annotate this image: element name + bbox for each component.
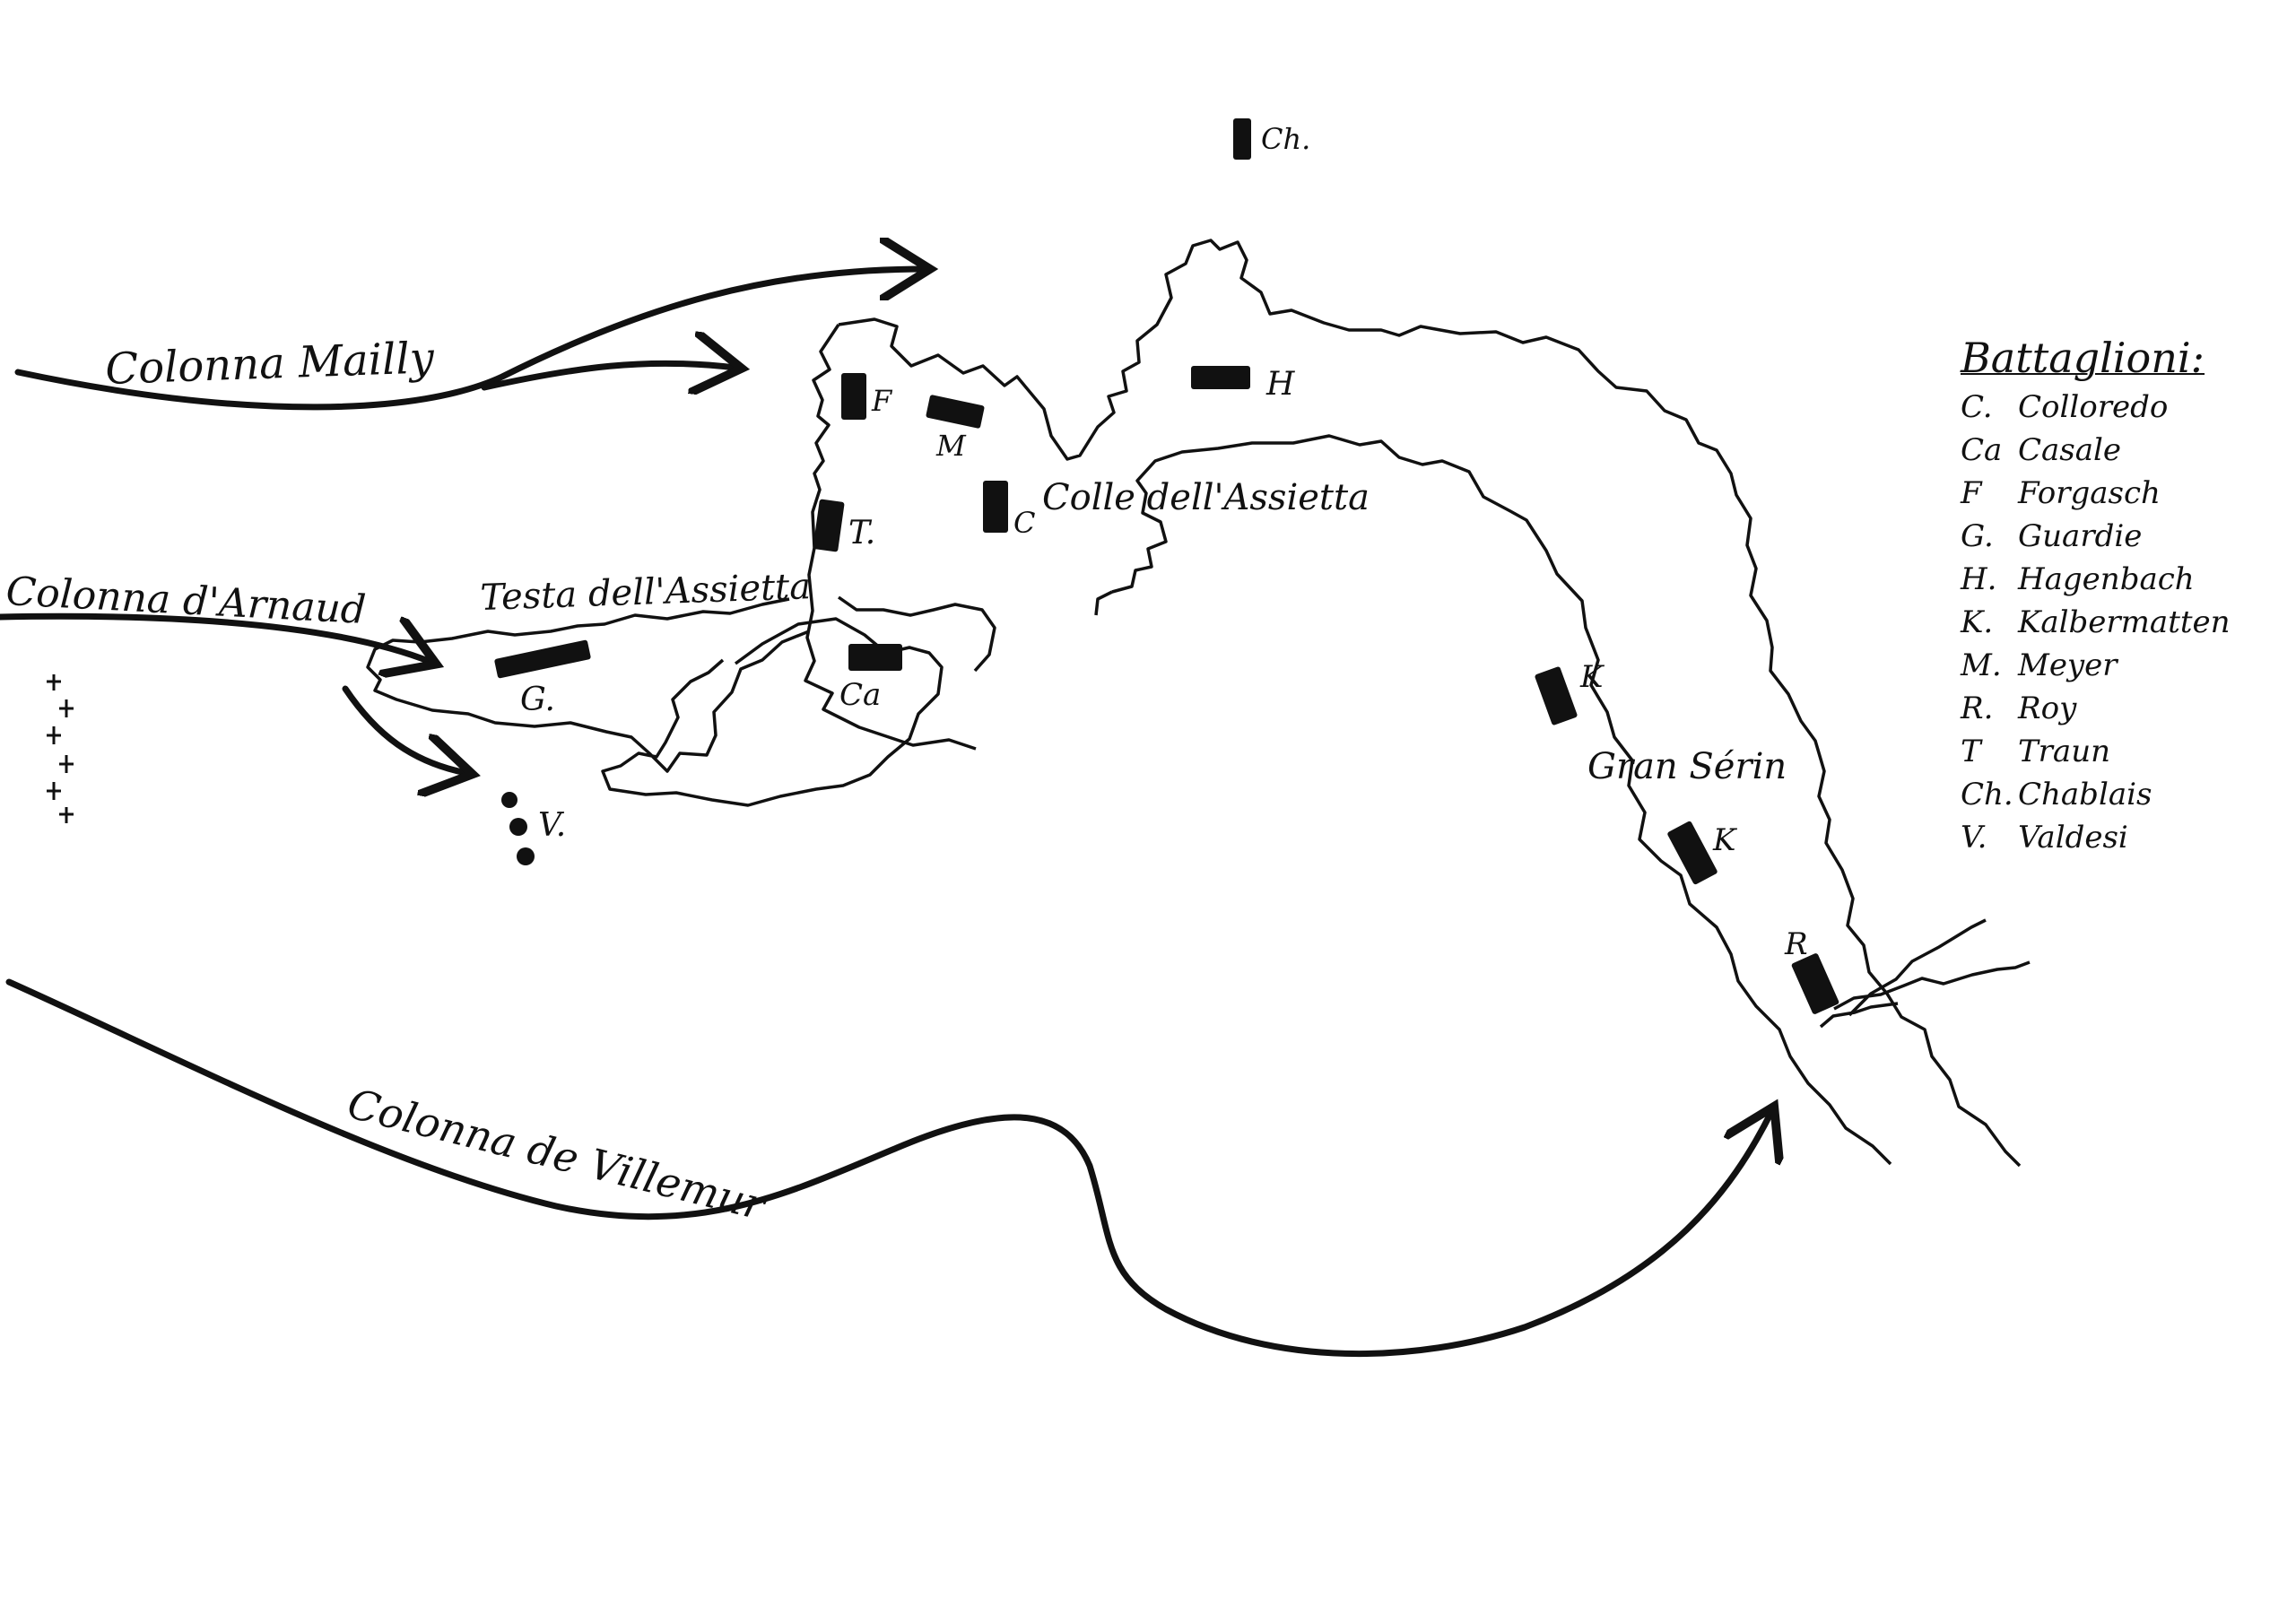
legend-unit-name: Casale [2018, 432, 2121, 468]
legend-unit-name: Kalbermatten [2018, 604, 2231, 640]
unit-label-ca: Ca [839, 677, 881, 713]
legend-item: G. Guardie [1961, 515, 2292, 558]
unit-block-t [813, 499, 845, 552]
legend-item: C. Colloredo [1961, 386, 2292, 429]
place-testa-assietta: Testa dell'Assietta [480, 566, 812, 619]
legend-unit-name: Meyer [2018, 647, 2118, 683]
unit-label-v: V. [538, 807, 566, 844]
legend-item: Ca Casale [1961, 429, 2292, 472]
legend-abbr: F [1961, 475, 1982, 511]
legend-unit-name: Forgasch [2018, 475, 2161, 511]
unit-label-ch: Ch. [1261, 122, 1310, 156]
legend-abbr: V. [1961, 820, 1987, 856]
unit-block-ca [848, 644, 902, 671]
villemur-route [5, 978, 1771, 1358]
place-gran-serin: Gran Sérin [1587, 746, 1787, 787]
unit-block-f [841, 373, 866, 420]
legend-abbr: Ca [1961, 432, 2003, 468]
legend-unit-name: Hagenbach [2018, 561, 2195, 597]
legend-unit-name: Roy [2018, 691, 2077, 726]
legend-unit-name: Traun [2018, 734, 2110, 769]
scale-ticks [47, 674, 74, 823]
unit-label-r: R [1784, 926, 1808, 962]
column-mailly-label: Colonna Mailly [104, 333, 435, 395]
unit-label-f: F [871, 384, 893, 418]
unit-block-m [926, 395, 985, 429]
legend-abbr: H. [1961, 561, 1997, 597]
arnaud-route-branch [342, 685, 466, 773]
legend-abbr: G. [1961, 518, 1994, 554]
legend-unit-name: Guardie [2018, 518, 2143, 554]
legend-unit-name: Chablais [2018, 777, 2152, 812]
unit-block-r [1791, 953, 1839, 1014]
unit-label-g: G. [520, 682, 555, 718]
unit-block-k1 [1535, 666, 1578, 725]
legend-item: F Forgasch [1961, 472, 2292, 515]
legend-unit-name: Colloredo [2018, 389, 2169, 425]
legend-abbr: K. [1961, 604, 1994, 640]
legend-item: M. Meyer [1961, 644, 2292, 687]
unit-block-h [1191, 366, 1250, 389]
unit-dots-v [501, 792, 535, 865]
legend-item: R. Roy [1961, 687, 2292, 730]
unit-label-k1: K [1579, 659, 1605, 695]
unit-label-h: H [1265, 366, 1295, 403]
legend-abbr: C. [1961, 389, 1993, 425]
legend-item: V. Valdesi [1961, 816, 2292, 859]
unit-block-k2 [1667, 821, 1718, 885]
unit-label-c: C [1013, 506, 1035, 540]
ridge-south-outline [1094, 434, 1892, 1166]
arnaud-route-main [0, 612, 430, 662]
column-arnaud-label: Colonna d'Arnaud [4, 569, 367, 633]
unit-block-c [983, 481, 1008, 533]
mailly-route-lower [481, 363, 735, 387]
legend-abbr: M. [1961, 647, 2002, 683]
unit-label-t: T. [848, 515, 875, 552]
unit-label-m: M [935, 429, 967, 463]
legend-abbr: Ch. [1961, 777, 2013, 812]
legend-abbr: R. [1961, 691, 1994, 726]
legend-item: K. Kalbermatten [1961, 601, 2292, 644]
ridge-north-outline [804, 239, 2022, 1168]
legend-unit-name: Valdesi [2018, 820, 2128, 856]
unit-block-g [494, 639, 591, 679]
south-valley-outline [1819, 918, 2031, 1029]
legend-item: H. Hagenbach [1961, 558, 2292, 601]
mailly-route-upper [14, 269, 924, 411]
unit-block-ch [1233, 118, 1251, 160]
legend-item: Ch.Chablais [1961, 773, 2292, 816]
unit-label-k2: K [1712, 822, 1738, 858]
place-colle-assietta: Colle dell'Assietta [1042, 477, 1370, 518]
legend-title: Battaglioni: [1961, 334, 2205, 382]
legend-item: T Traun [1961, 730, 2292, 773]
legend-abbr: T [1961, 734, 1981, 769]
